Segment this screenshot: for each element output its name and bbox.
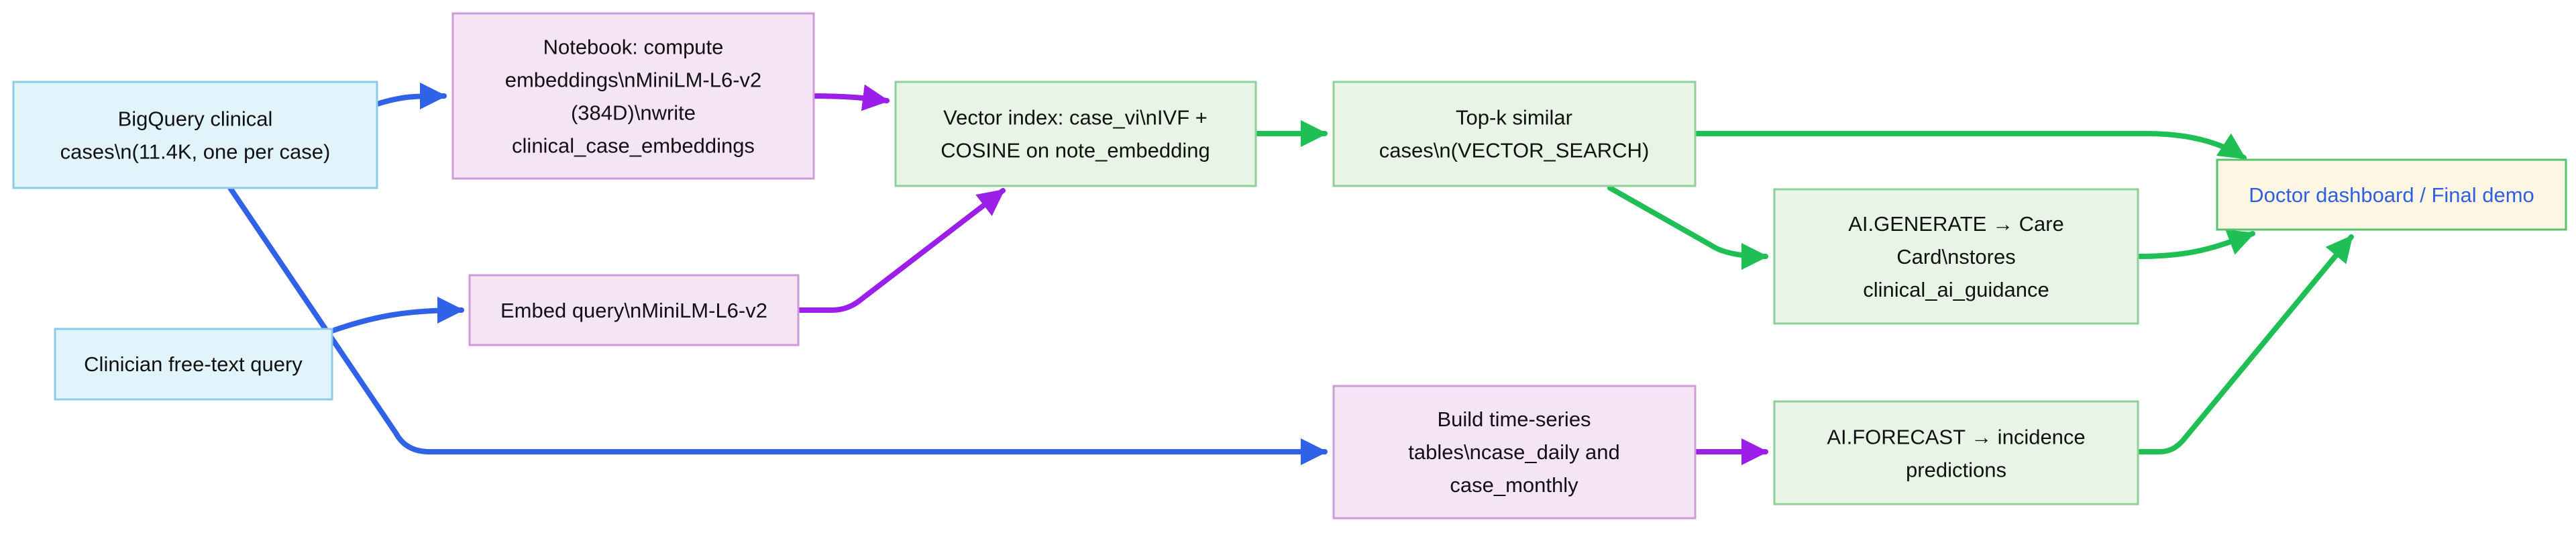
node-dashboard-text: Doctor dashboard / Final demo [2249,183,2534,207]
node-vector-index-text: Vector index: case_vi\nIVF + COSINE on no… [941,105,1210,162]
node-clinician: Clinician free-text query [54,328,333,401]
edge-topk-to-generate [1607,185,1768,270]
node-clinician-text: Clinician free-text query [84,352,303,376]
node-notebook-text: Notebook: compute embeddings\nMiniLM-L6-v… [505,35,762,157]
node-topk-box [1332,81,1697,187]
node-embed-query: Embed query\nMiniLM-L6-v2 [468,274,800,346]
edge-topk-to-dashboard [1693,131,2247,160]
node-timeseries: Build time-series tables\ncase_daily and c… [1332,385,1697,520]
node-label-line: clinical_case_embeddings [512,134,755,157]
node-topk: Top-k similar cases\n(VECTOR_SEARCH) [1332,81,1697,187]
node-bigquery-text: BigQuery clinical cases\n(11.4K, one per … [60,107,331,163]
node-label-line: (384D)\nwrite [571,101,696,124]
node-label-line: Vector index: case_vi\nIVF + [943,105,1208,129]
node-label-line: Build time-series [1437,407,1591,431]
node-label-line: Clinician free-text query [84,352,303,376]
edge-generate-to-dashboard [2135,230,2255,259]
node-label-line: COSINE on note_embedding [941,138,1210,162]
node-label-line: Card\nstores [1896,245,2015,269]
node-vector-index: Vector index: case_vi\nIVF + COSINE on no… [894,81,1257,187]
edges [227,83,2354,465]
node-notebook: Notebook: compute embeddings\nMiniLM-L6-v… [451,12,815,180]
node-dashboard: Doctor dashboard / Final demo [2216,158,2567,231]
node-label-line: Top-k similar [1456,105,1572,129]
node-label-line: Embed query\nMiniLM-L6-v2 [500,299,767,322]
node-timeseries-box [1332,385,1697,520]
edge-forecast-to-dashboard [2135,234,2354,454]
node-label-line: clinical_ai_guidance [1863,278,2049,301]
node-label-line: cases\n(VECTOR_SEARCH) [1379,138,1650,162]
node-label-line: Notebook: compute [543,35,724,58]
edge-bigquery-to-notebook [374,83,447,110]
node-label-line: tables\ncase_daily and [1408,440,1619,464]
node-notebook-box [451,12,815,180]
node-forecast: AI.FORECAST → incidence predictions [1773,400,2139,505]
node-vector-index-box [894,81,1257,187]
node-label-line: embeddings\nMiniLM-L6-v2 [505,68,762,91]
node-clinician-box [54,328,333,401]
node-label-line: predictions [1906,458,2006,481]
node-embed-query-text: Embed query\nMiniLM-L6-v2 [500,299,767,322]
node-forecast-text: AI.FORECAST → incidence predictions [1827,425,2085,481]
edge-clinician-to-embed-query [329,297,464,334]
node-embed-query-box [468,274,800,346]
edge-embed-query-to-vector-index [796,188,1006,313]
node-bigquery: BigQuery clinical cases\n(11.4K, one per … [12,81,378,189]
node-label-line: AI.GENERATE → Care [1848,212,2064,236]
node-label-line: BigQuery clinical [118,107,273,130]
node-dashboard-box [2216,158,2567,231]
node-label-line: AI.FORECAST → incidence [1827,425,2085,448]
edge-notebook-to-vector-index [811,84,890,111]
node-generate-box [1773,188,2139,325]
node-label-line: cases\n(11.4K, one per case) [60,140,331,163]
node-forecast-box [1773,400,2139,505]
node-label-line: case_monthly [1450,473,1578,497]
node-topk-text: Top-k similar cases\n(VECTOR_SEARCH) [1379,105,1650,162]
node-bigquery-box [12,81,378,189]
node-timeseries-text: Build time-series tables\ncase_daily and c… [1408,407,1619,497]
node-label-line: Doctor dashboard / Final demo [2249,183,2534,207]
edge-bigquery-to-timeseries [227,185,1328,465]
